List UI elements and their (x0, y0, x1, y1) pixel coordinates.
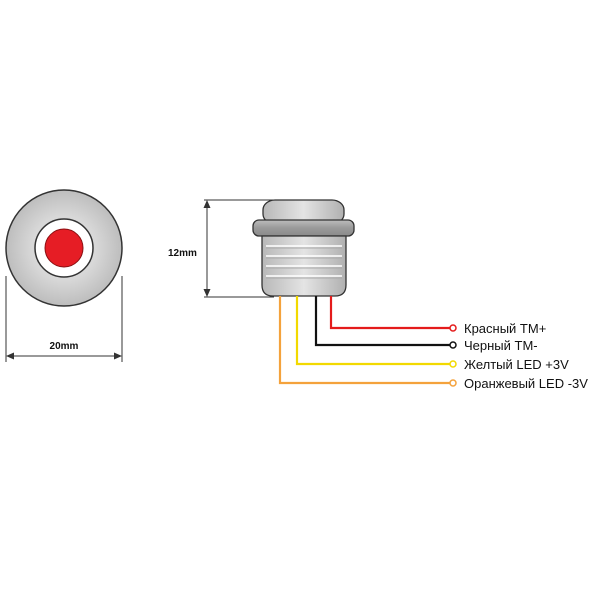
wire-yellow (295, 296, 450, 366)
wire-black (314, 296, 450, 347)
wire-labels: Красный TM+ Черный TM- Желтый LED +3V Ор… (464, 321, 588, 391)
wires (278, 296, 450, 385)
side-view: 12mm (168, 199, 355, 298)
width-dimension-line (6, 352, 122, 360)
terminal-red (449, 324, 457, 332)
wire-label-yellow: Желтый LED +3V (464, 357, 569, 372)
wire-red (329, 296, 450, 330)
terminal-orange (449, 379, 457, 387)
led-lens (44, 228, 84, 268)
thread-lines (266, 245, 342, 277)
height-dimension-line (203, 200, 211, 297)
wire-label-orange: Оранжевый LED -3V (464, 376, 588, 391)
thread-shadows (266, 247, 342, 279)
wire-orange (278, 296, 450, 385)
terminal-yellow (449, 360, 457, 368)
width-label: 20mm (50, 341, 79, 352)
wire-label-black: Черный TM- (464, 338, 538, 353)
height-label: 12mm (168, 248, 197, 259)
front-view: 20mm (5, 189, 123, 362)
wire-label-red: Красный TM+ (464, 321, 546, 336)
led-flange (252, 219, 355, 237)
wire-terminals (449, 324, 457, 387)
terminal-black (449, 341, 457, 349)
